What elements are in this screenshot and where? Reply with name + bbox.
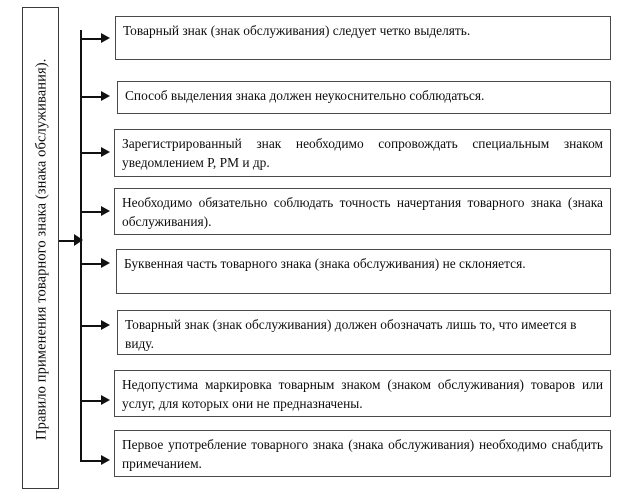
node-text-6: Товарный знак (знак обслуживания) должен… bbox=[125, 317, 577, 352]
branch-line-8 bbox=[81, 460, 104, 462]
branch-arrowhead-icon-5 bbox=[101, 258, 110, 268]
node-box-7: Недопустима маркировка товарным знаком (… bbox=[114, 370, 611, 417]
node-text-5: Буквенная часть товарного знака (знака о… bbox=[124, 256, 526, 271]
node-box-3: Зарегистрированный знак необходимо сопро… bbox=[114, 129, 611, 177]
root-label-rotation-wrapper: Правило применения товарного знака (знак… bbox=[23, 8, 60, 490]
branch-arrowhead-icon-4 bbox=[101, 206, 110, 216]
root-to-spine-line bbox=[59, 240, 81, 242]
root-to-spine-arrowhead-icon bbox=[74, 234, 83, 246]
branch-arrowhead-icon-6 bbox=[101, 320, 110, 330]
node-text-1: Товарный знак (знак обслуживания) следуе… bbox=[123, 23, 471, 38]
node-text-8: Первое употребление товарного знака (зна… bbox=[122, 437, 603, 472]
branch-line-5 bbox=[81, 263, 104, 265]
node-box-2: Способ выделения знака должен неукосните… bbox=[117, 81, 611, 114]
branch-line-1 bbox=[81, 38, 104, 40]
node-text-4: Необходимо обязательно соблюдать точност… bbox=[122, 195, 603, 230]
branch-arrowhead-icon-8 bbox=[101, 455, 110, 465]
branch-line-2 bbox=[81, 96, 104, 98]
node-text-3: Зарегистрированный знак необходимо сопро… bbox=[122, 136, 603, 171]
branch-arrowhead-icon-7 bbox=[101, 395, 110, 405]
branch-arrowhead-icon-2 bbox=[101, 91, 110, 101]
branch-arrowhead-icon-3 bbox=[101, 147, 110, 157]
node-box-6: Товарный знак (знак обслуживания) должен… bbox=[117, 310, 611, 355]
branch-line-6 bbox=[81, 325, 104, 327]
node-box-4: Необходимо обязательно соблюдать точност… bbox=[114, 188, 611, 235]
branch-arrowhead-icon-1 bbox=[101, 33, 110, 43]
branch-line-4 bbox=[81, 211, 104, 213]
vertical-spine bbox=[80, 30, 82, 462]
node-box-1: Товарный знак (знак обслуживания) следуе… bbox=[115, 16, 611, 60]
branch-line-3 bbox=[81, 152, 104, 154]
node-text-2: Способ выделения знака должен неукосните… bbox=[125, 88, 485, 103]
node-box-5: Буквенная часть товарного знака (знака о… bbox=[116, 249, 611, 294]
node-text-7: Недопустима маркировка товарным знаком (… bbox=[122, 377, 603, 412]
node-box-8: Первое употребление товарного знака (зна… bbox=[114, 430, 611, 477]
branch-line-7 bbox=[81, 400, 104, 402]
root-label-text: Правило применения товарного знака (знак… bbox=[33, 58, 50, 440]
root-label-box: Правило применения товарного знака (знак… bbox=[22, 7, 59, 489]
